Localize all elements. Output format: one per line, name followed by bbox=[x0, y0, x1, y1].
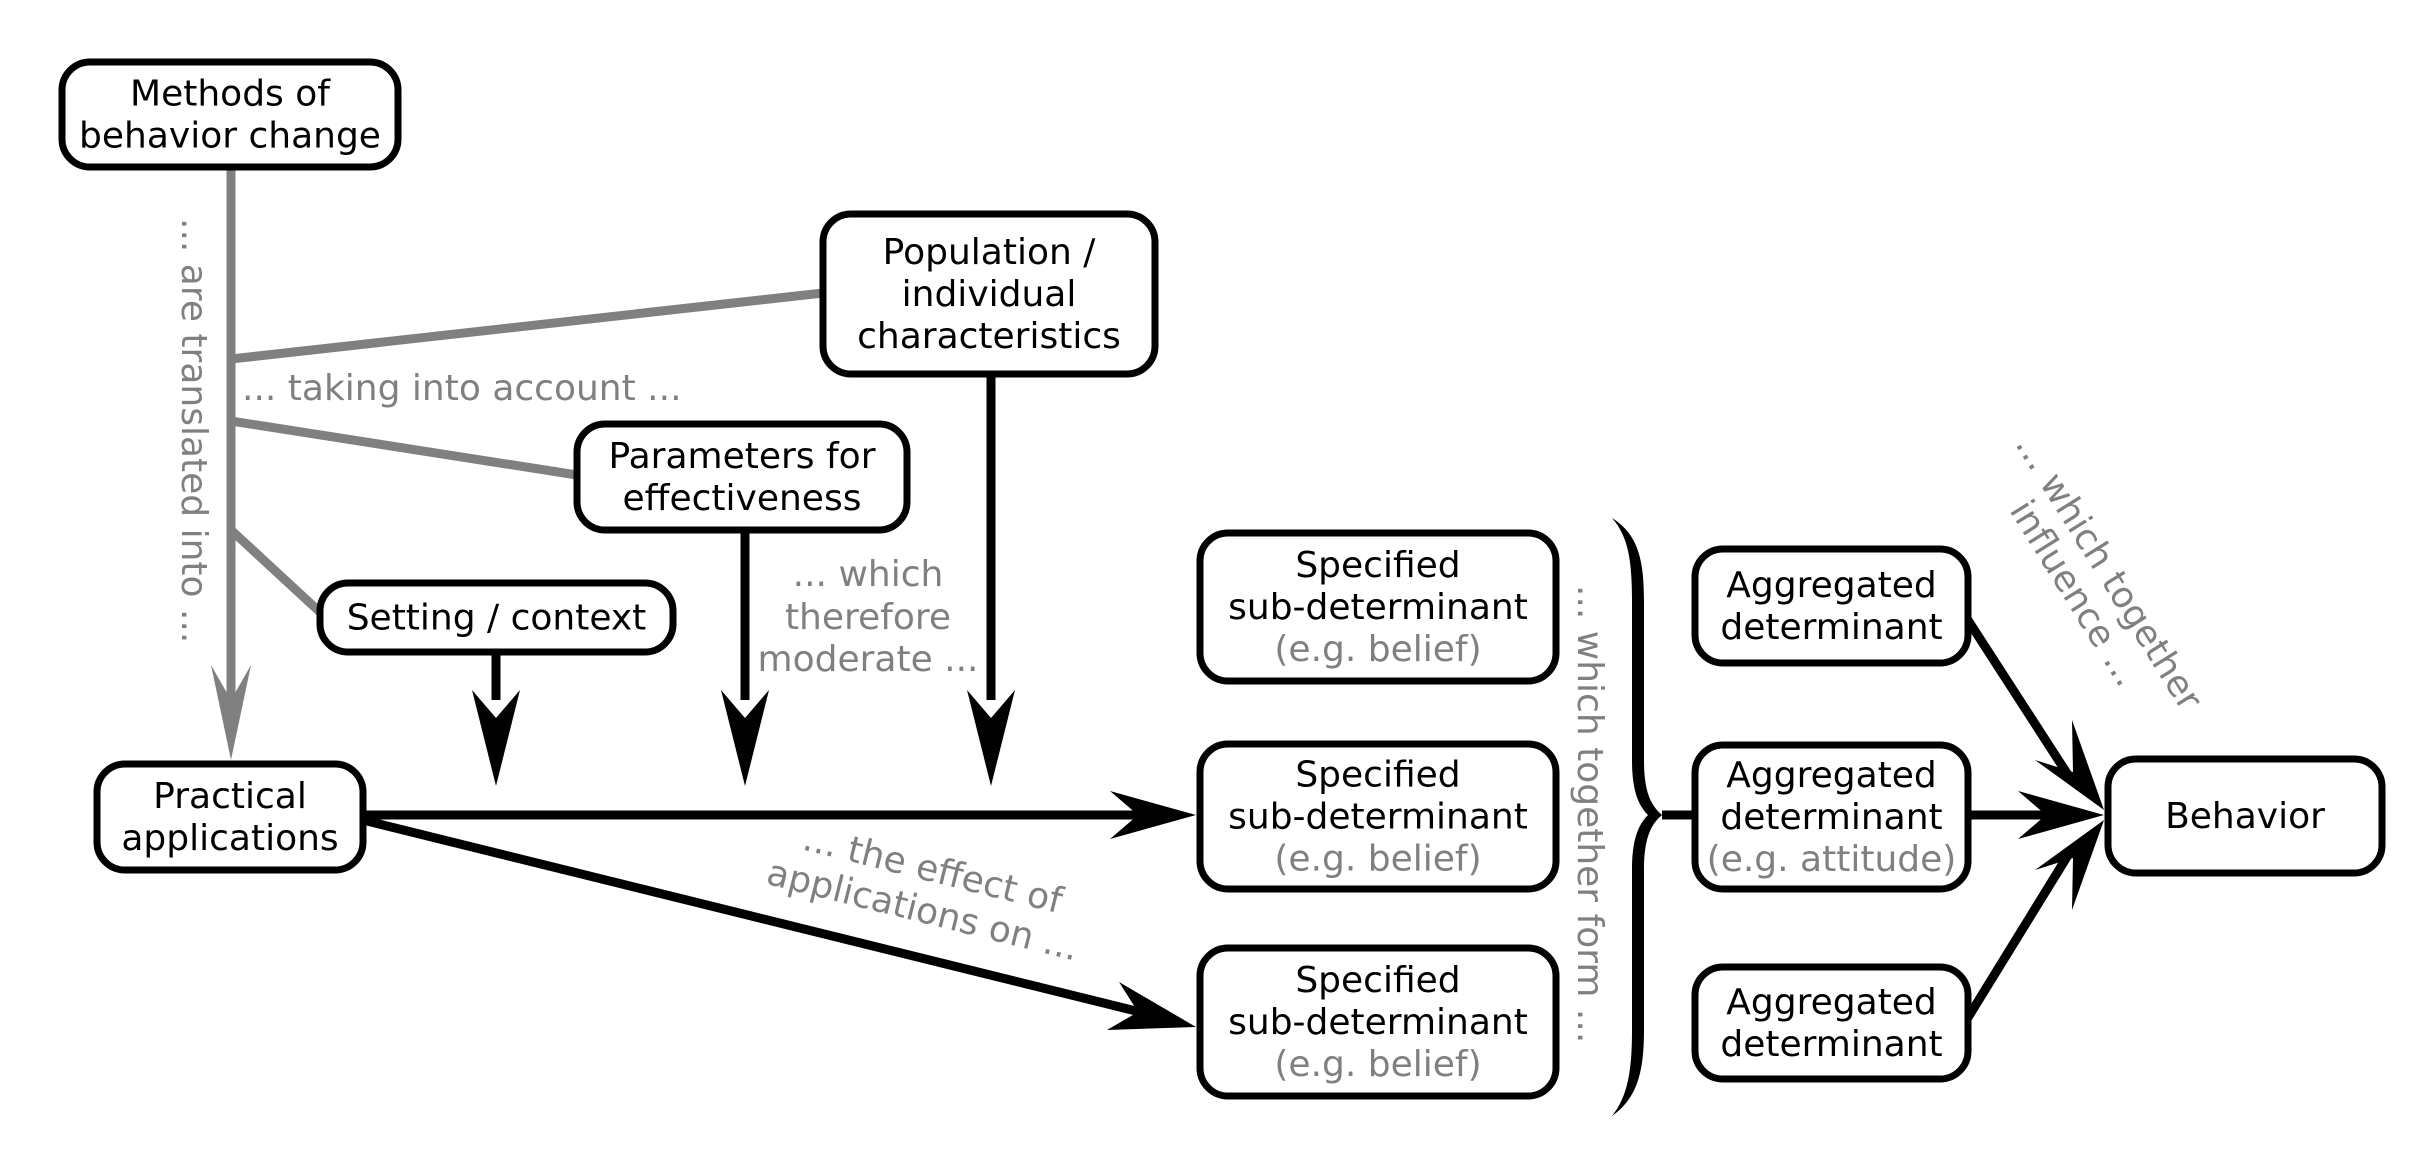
practical-to-specified-3-arrowhead bbox=[1107, 982, 1196, 1030]
node-label-line: Behavior bbox=[2165, 796, 2325, 837]
curly-brace bbox=[1612, 518, 1662, 1116]
annotation-moderate-line-3: moderate ... bbox=[758, 639, 979, 680]
node-label-line: Practical bbox=[153, 776, 307, 817]
annotation-translated-into: ... are translated into ... bbox=[173, 218, 214, 643]
annotation-moderate-line-2: therefore bbox=[785, 597, 951, 638]
node-box bbox=[2104, 755, 2386, 877]
node-example-label: (e.g. belief) bbox=[1274, 629, 1481, 670]
setting-arrowhead bbox=[472, 690, 520, 786]
gray-connectors bbox=[211, 167, 824, 760]
node-box bbox=[1196, 529, 1560, 685]
node-box bbox=[1691, 741, 1972, 893]
parameters-arrowhead bbox=[721, 690, 769, 786]
node-label-line: determinant bbox=[1720, 797, 1942, 838]
node-label-line: Aggregated bbox=[1726, 755, 1937, 796]
node-label-line: sub-determinant bbox=[1228, 587, 1528, 628]
node-label-line: characteristics bbox=[857, 316, 1121, 357]
aggregated-3-to-behavior-arrow bbox=[1960, 849, 2074, 1027]
node-box bbox=[1196, 740, 1560, 893]
node-box bbox=[93, 760, 367, 874]
node-example-label: (e.g. belief) bbox=[1274, 838, 1481, 879]
node-label-line: effectiveness bbox=[623, 478, 862, 519]
node-box bbox=[58, 58, 402, 171]
node-label-line: Specified bbox=[1295, 960, 1460, 1001]
node-box bbox=[316, 579, 677, 656]
node-box bbox=[573, 420, 911, 534]
node-label-line: Methods of bbox=[130, 73, 331, 114]
node-label-line: individual bbox=[902, 274, 1077, 315]
black-arrows bbox=[361, 374, 2104, 1030]
node-label-line: behavior change bbox=[79, 115, 381, 156]
annotation-moderate-line-1: ... which bbox=[793, 554, 944, 595]
methods-to-practical-arrowhead bbox=[211, 665, 251, 760]
node-example-label: (e.g. belief) bbox=[1274, 1044, 1481, 1085]
node-label-line: Setting / context bbox=[347, 597, 647, 638]
aggregated-1-to-behavior-arrow bbox=[1960, 611, 2074, 781]
population-arrowhead bbox=[967, 690, 1015, 786]
node-box bbox=[1691, 963, 1972, 1083]
node-box bbox=[1691, 545, 1972, 667]
node-label-line: applications bbox=[121, 818, 338, 859]
aggregated-2-arrowhead bbox=[2018, 791, 2104, 839]
annotation-taking-into-account: ... taking into account ... bbox=[242, 368, 682, 409]
practical-to-specified-2-arrowhead bbox=[1110, 791, 1196, 839]
node-box bbox=[819, 210, 1159, 378]
node-label-line: Population / bbox=[883, 232, 1097, 273]
node-label-line: Specified bbox=[1295, 754, 1460, 795]
node-setting: Setting / context bbox=[316, 579, 677, 656]
node-label-line: sub-determinant bbox=[1228, 1002, 1528, 1043]
aggregated-1-arrowhead bbox=[2035, 720, 2104, 810]
node-label-line: Parameters for bbox=[609, 436, 876, 477]
annotation-together-form: ... which together form ... bbox=[1569, 585, 1610, 1043]
link-setting bbox=[227, 526, 326, 618]
node-behavior: Behavior bbox=[2104, 755, 2386, 877]
node-box bbox=[1196, 944, 1560, 1100]
node-example-label: (e.g. attitude) bbox=[1707, 839, 1957, 880]
node-label-line: Aggregated bbox=[1726, 982, 1937, 1023]
node-label-line: determinant bbox=[1720, 1024, 1942, 1065]
node-label-line: Specified bbox=[1295, 545, 1460, 586]
node-label-line: sub-determinant bbox=[1228, 796, 1528, 837]
link-parameters bbox=[230, 416, 578, 480]
node-label-line: Aggregated bbox=[1726, 565, 1937, 606]
practical-to-specified-3-arrow bbox=[361, 815, 1142, 1017]
node-label-line: determinant bbox=[1720, 607, 1942, 648]
link-population bbox=[230, 288, 824, 364]
aggregated-3-arrowhead bbox=[2035, 820, 2104, 910]
